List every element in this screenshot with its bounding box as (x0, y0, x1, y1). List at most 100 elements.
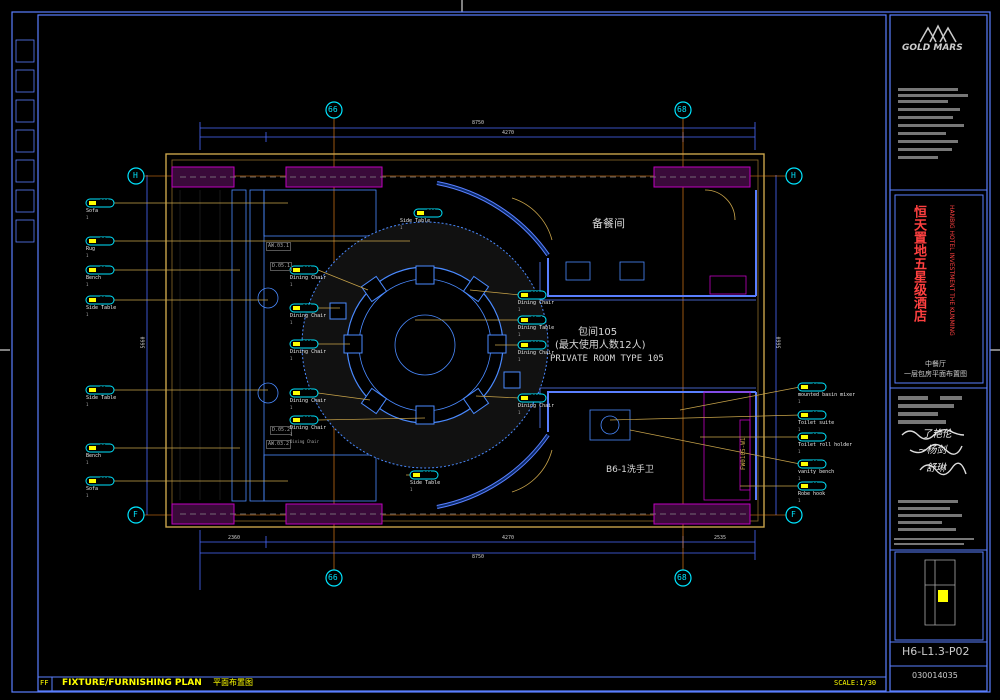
tag-code: D26 (100, 199, 110, 205)
tag-code: D2 (100, 266, 107, 272)
lazy-susan (394, 314, 456, 376)
tag-name: Toilet roll holder (798, 442, 853, 448)
sheet-outer-border (11, 11, 991, 693)
tag-qty: 1 (290, 405, 293, 410)
tag-qty: 1 (86, 460, 89, 465)
logo-text: GOLD MARS (902, 43, 963, 53)
tag-qty: 1 (86, 215, 89, 220)
tag-name: Dining Chair (290, 313, 327, 319)
axis-label-h-left: H (133, 171, 138, 180)
tag-qty: 1 (290, 320, 293, 325)
tag-code: 19 (812, 460, 819, 466)
tag-name: mounted basin mixer (798, 392, 856, 398)
tag-code: D2 (100, 296, 107, 302)
tag-qty: 1 (290, 282, 293, 287)
tag-name: Sofa (86, 486, 99, 492)
tag-name: Dining Chair (518, 403, 555, 409)
tag-code: D26 (100, 477, 110, 483)
ff-label: FF (40, 679, 49, 687)
tag-name: Side Table (400, 218, 431, 224)
dim-bottom-mid: 4270 (502, 535, 515, 541)
signature-1: 了艳伦 (922, 429, 952, 440)
tag-name: Robe hook (798, 491, 826, 497)
project-name-cn: 恒天置地五星级酒店 (911, 205, 926, 322)
tag-name: Dining Table (518, 325, 555, 331)
axis-label-h-right: H (791, 171, 796, 180)
door-swing-bottom (511, 449, 553, 493)
tag-name: Dining Chair (518, 350, 555, 356)
tag-name: Dining Chair (518, 300, 555, 306)
tag-code: 16 (812, 433, 819, 439)
axis-label-f-left: F (133, 510, 138, 519)
tag-qty: 1 (86, 312, 89, 317)
tag-name: Dining Chair (290, 398, 327, 404)
door-swing-top (511, 197, 553, 241)
top-dimension-lines (199, 122, 756, 150)
room-label-washroom-side: FW0105-W1 (740, 437, 747, 470)
drawing-name-cn: 一层包房平面布置图 (904, 370, 967, 378)
room-label-pantry: 备餐间 (592, 217, 625, 230)
axis-label-68-top: 68 (677, 105, 687, 114)
tag-code: D10 (303, 416, 313, 422)
dim-left-height: 5660 (140, 336, 147, 349)
plan-title: FIXTURE/FURNISHING PLAN (62, 678, 202, 688)
tag-code: D10 (531, 291, 541, 297)
tag-name: Dining Chair (290, 349, 327, 355)
room-outer-wall (165, 153, 765, 528)
tag-code: 14 (812, 383, 819, 389)
tag-name: Rug (86, 246, 96, 252)
tag-name: Toilet suite (798, 420, 835, 426)
tag-qty: 1 (290, 356, 293, 361)
bottom-dimension-lines (199, 530, 756, 590)
key-plan (924, 559, 956, 626)
title-block-fine-print (894, 88, 974, 545)
tag-name: Sofa (86, 208, 99, 214)
tag-qty: 1 (86, 402, 89, 407)
tag-qty: 1 (410, 487, 413, 492)
dim-top-total: 8750 (472, 120, 485, 126)
dim-top-mid: 4270 (502, 130, 515, 136)
tag-qty: 1 (518, 307, 521, 312)
axis-label-f-right: F (791, 510, 796, 519)
tag-code: 18 (812, 411, 819, 417)
tag-qty: 1 (798, 476, 801, 481)
tag-code: D10 (303, 266, 313, 272)
tag-qty: 1 (798, 498, 801, 503)
left-leaders (114, 202, 410, 482)
tag-code: D10 (531, 394, 541, 400)
mark-aw031: AW.03.1 (266, 242, 292, 251)
axis-label-66-top: 66 (328, 105, 338, 114)
pantry-room (539, 190, 757, 301)
tag-name: Dining Chair (290, 425, 327, 431)
room-label-private-en: PRIVATE ROOM TYPE 105 (550, 354, 664, 364)
tag-qty: 1 (518, 410, 521, 415)
tag-code: D2 (100, 444, 107, 450)
tag-code: D10 (303, 340, 313, 346)
tag-qty: 1 (86, 253, 89, 258)
tag-code: D10 (303, 304, 313, 310)
signature-2: ~杨剑 (918, 445, 947, 456)
tag-name: Dining Chair (290, 275, 327, 281)
axis-label-66-bottom: 66 (328, 573, 338, 582)
tag-qty: 1 (798, 427, 801, 432)
tag-code: 11 (812, 482, 819, 488)
logo-icon (919, 24, 957, 43)
left-sofa-area (231, 189, 377, 502)
tag-code: D2 (100, 386, 107, 392)
tag-qty: 1 (798, 449, 801, 454)
mark-aw032: AW.03.2 (266, 440, 292, 449)
tag-name: Bench (86, 453, 102, 459)
scale-label: SCALE:1/30 (834, 679, 877, 687)
title-block-border (889, 14, 988, 692)
grid-bubbles (127, 101, 803, 587)
tag-qty: 1 (86, 493, 89, 498)
dim-bottom-left: 2360 (228, 535, 241, 541)
washroom-fixtures (589, 391, 751, 501)
right-leaders (609, 386, 801, 487)
room-name-cn: 中餐厅 (925, 360, 946, 368)
tag-code: D11 (423, 471, 433, 477)
tag-name: Side Table (86, 305, 117, 311)
drawing-number: H6-L1.3-P02 (902, 645, 970, 658)
tag-qty: 1 (518, 332, 521, 337)
